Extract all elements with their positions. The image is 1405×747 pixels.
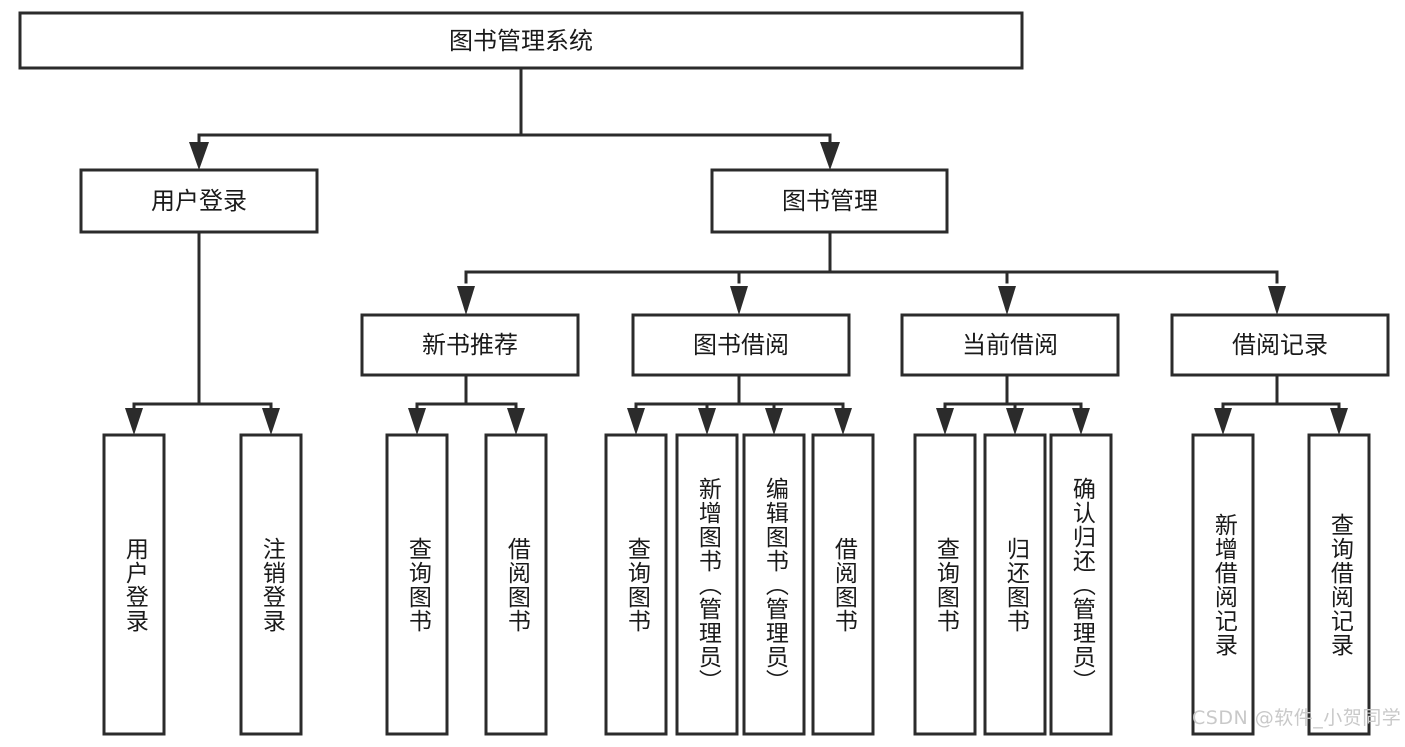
arrowhead-leaf-borrow-book-rec — [507, 408, 525, 435]
node-label-borrow-record: 借阅记录 — [1232, 331, 1328, 359]
node-label-current-borrow: 当前借阅 — [962, 331, 1058, 359]
arrowhead-leaf-add-book — [698, 408, 716, 435]
arrowhead-leaf-borrow-book — [834, 408, 852, 435]
arrowhead-leaf-query-book-cur — [936, 408, 954, 435]
node-box-leaf-add-book[interactable] — [675, 433, 739, 736]
connector-group-book-manage — [457, 230, 1286, 315]
node-book-borrow[interactable]: 图书借阅 — [631, 313, 851, 377]
node-label-book-manage: 图书管理 — [782, 187, 878, 215]
connector-group-borrow-record — [1214, 373, 1348, 435]
node-box-leaf-query-book-cur[interactable] — [913, 433, 977, 736]
node-box-leaf-edit-book[interactable] — [742, 433, 806, 736]
arrowhead-new-book-recommend — [457, 286, 475, 315]
arrowhead-leaf-query-book-borrow — [627, 408, 645, 435]
node-box-user-login[interactable] — [79, 168, 319, 234]
node-box-current-borrow[interactable] — [900, 313, 1120, 377]
node-box-root[interactable] — [18, 11, 1024, 70]
watermark-text: CSDN @软件_小贺同学 — [1192, 707, 1402, 729]
node-user-login[interactable]: 用户登录 — [79, 168, 319, 234]
node-box-book-manage[interactable] — [710, 168, 949, 234]
node-box-leaf-user-login[interactable] — [102, 433, 166, 736]
arrowhead-leaf-query-record — [1330, 408, 1348, 435]
arrowhead-leaf-query-book-rec — [408, 408, 426, 435]
connector-group-current-borrow — [936, 373, 1090, 435]
arrowhead-leaf-edit-book — [765, 408, 783, 435]
node-box-borrow-record[interactable] — [1170, 313, 1390, 377]
node-box-leaf-logout[interactable] — [239, 433, 303, 736]
node-box-leaf-borrow-book[interactable] — [811, 433, 875, 736]
node-box-leaf-return-book[interactable] — [983, 433, 1047, 736]
arrowhead-book-manage — [820, 142, 840, 170]
arrowhead-user-login — [189, 142, 209, 170]
node-new-book-recommend[interactable]: 新书推荐 — [360, 313, 580, 377]
node-root[interactable]: 图书管理系统 — [18, 11, 1024, 70]
arrowhead-leaf-return-book — [1006, 408, 1024, 435]
node-box-leaf-add-record[interactable] — [1191, 433, 1255, 736]
connector-group-root — [189, 66, 840, 170]
node-box-new-book-recommend[interactable] — [360, 313, 580, 377]
arrowhead-book-borrow — [730, 286, 748, 315]
arrowhead-leaf-confirm-return — [1072, 408, 1090, 435]
connector-group-user-login — [125, 230, 280, 435]
leaf-boxes — [102, 433, 1371, 736]
node-box-book-borrow[interactable] — [631, 313, 851, 377]
node-box-leaf-query-book-borrow[interactable] — [604, 433, 668, 736]
node-borrow-record[interactable]: 借阅记录 — [1170, 313, 1390, 377]
node-box-leaf-borrow-book-rec[interactable] — [484, 433, 548, 736]
arrowhead-borrow-record — [1268, 286, 1286, 315]
arrowhead-leaf-user-login — [125, 408, 143, 435]
arrowhead-current-borrow — [998, 286, 1016, 315]
node-current-borrow[interactable]: 当前借阅 — [900, 313, 1120, 377]
node-box-leaf-confirm-return[interactable] — [1049, 433, 1113, 736]
node-label-new-book-recommend: 新书推荐 — [422, 331, 518, 359]
connector-group-book-borrow — [627, 373, 852, 435]
arrowhead-leaf-logout — [262, 408, 280, 435]
connector-group-new-book-recommend — [408, 373, 525, 435]
node-label-book-borrow: 图书借阅 — [693, 331, 789, 359]
node-label-root: 图书管理系统 — [449, 27, 593, 55]
arrowhead-leaf-add-record — [1214, 408, 1232, 435]
node-label-user-login: 用户登录 — [151, 187, 247, 215]
node-box-leaf-query-book-rec[interactable] — [385, 433, 449, 736]
node-box-leaf-query-record[interactable] — [1307, 433, 1371, 736]
node-book-manage[interactable]: 图书管理 — [710, 168, 949, 234]
